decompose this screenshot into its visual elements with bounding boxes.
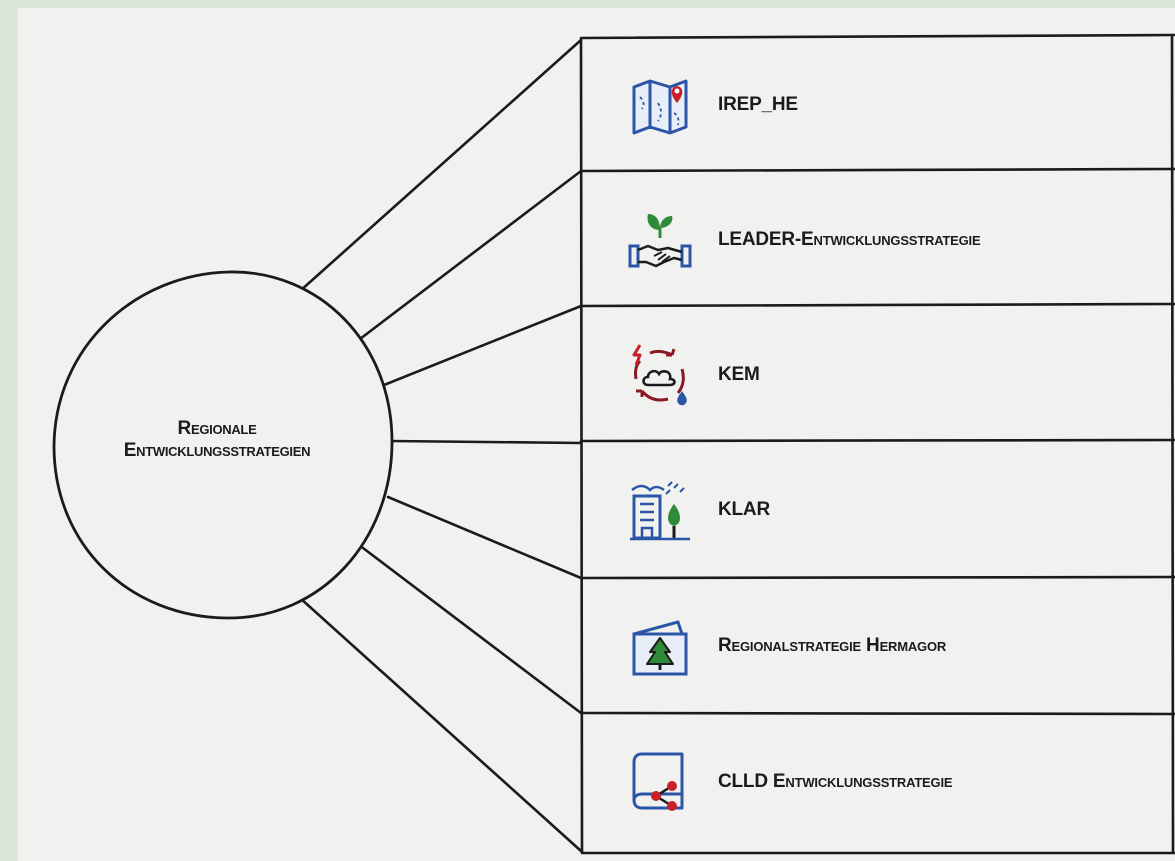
connector-2: [358, 169, 583, 341]
strategy-label-hermagor: Regionalstrategie Hermagor: [718, 635, 947, 656]
strategy-box-klar: KLAR: [584, 443, 1174, 577]
hub-label: Regionale Entwicklungsstrategien: [102, 418, 332, 462]
strategy-label-irep: IREP_HE: [718, 94, 798, 115]
box-divider-4: [579, 575, 1175, 580]
handshake-sprout-icon: [628, 214, 692, 268]
diagram-lines: [52, 33, 1175, 855]
strategy-label-kem: KEM: [718, 364, 760, 385]
hub-label-line-2: Entwicklungsstrategien: [123, 440, 311, 461]
connector-4: [388, 439, 583, 445]
building-rain-tree-icon: [630, 481, 690, 541]
box-divider-5: [579, 711, 1175, 716]
hub-circle: [52, 270, 394, 620]
box-divider-1: [579, 167, 1175, 173]
strategy-label-klar: KLAR: [718, 499, 770, 520]
connector-6: [361, 546, 583, 715]
diagram-canvas: Regionale Entwicklungsstrategien IREP_HE…: [18, 8, 1175, 861]
hub-label-line-1: Regionale: [177, 418, 257, 439]
strategy-box-irep: IREP_HE: [584, 38, 1174, 172]
map-pin-icon: [632, 79, 688, 135]
box-divider-3: [579, 438, 1175, 443]
box-divider-2: [579, 302, 1175, 308]
connector-7: [298, 596, 583, 853]
connector-3: [382, 304, 583, 387]
strategy-box-kem: KEM: [584, 308, 1174, 442]
connector-1: [298, 38, 583, 293]
tree-booklet-icon: [632, 620, 688, 676]
box-frame-outline: [579, 33, 1175, 855]
climate-cycle-icon: [632, 344, 687, 406]
connector-5: [386, 495, 583, 580]
strategy-box-clld: CLLD Entwicklungsstrategie: [584, 715, 1174, 849]
strategy-label-clld: CLLD Entwicklungsstrategie: [718, 771, 953, 792]
strategy-box-hermagor: Regionalstrategie Hermagor: [584, 579, 1174, 713]
strategy-box-leader: LEADER-Entwicklungsstrategie: [584, 173, 1174, 307]
strategy-label-leader: LEADER-Entwicklungsstrategie: [718, 229, 981, 250]
book-share-icon: [632, 752, 684, 811]
